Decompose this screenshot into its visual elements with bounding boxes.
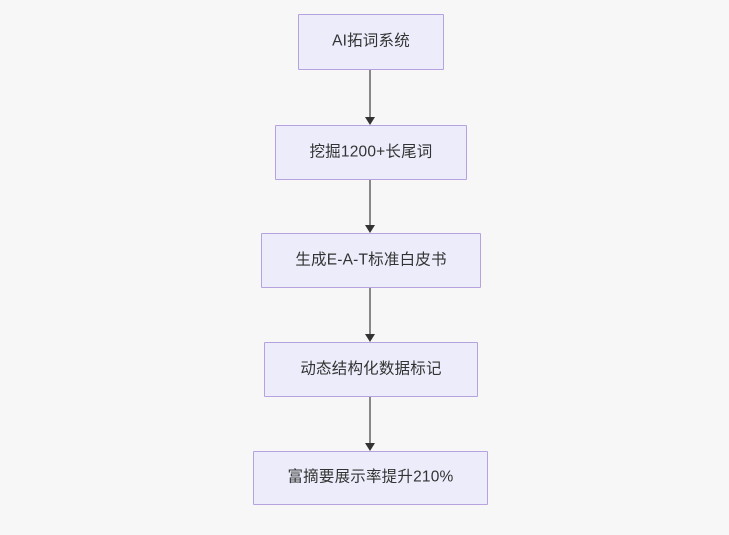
arrowhead-icon bbox=[365, 443, 375, 451]
flowchart-edge-3 bbox=[365, 288, 375, 342]
arrowhead-icon bbox=[365, 334, 375, 342]
flowchart-node-ai-keyword-system[interactable]: AI拓词系统 bbox=[298, 14, 444, 70]
flowchart-node-label: 生成E-A-T标准白皮书 bbox=[295, 251, 447, 269]
edge-line bbox=[369, 288, 371, 335]
edge-line bbox=[369, 180, 371, 226]
flowchart-node-label: 挖掘1200+长尾词 bbox=[309, 143, 433, 161]
edge-line bbox=[369, 70, 371, 118]
arrowhead-icon bbox=[365, 225, 375, 233]
flowchart-node-label: 富摘要展示率提升210% bbox=[287, 468, 454, 486]
flowchart-edge-2 bbox=[365, 180, 375, 233]
flowchart-node-generate-eat-whitepaper[interactable]: 生成E-A-T标准白皮书 bbox=[261, 233, 481, 288]
flowchart-node-label: 动态结构化数据标记 bbox=[300, 360, 442, 378]
flowchart-edge-4 bbox=[365, 397, 375, 451]
arrowhead-icon bbox=[365, 117, 375, 125]
flowchart-node-mine-longtail-keywords[interactable]: 挖掘1200+长尾词 bbox=[275, 125, 467, 180]
flowchart-edge-1 bbox=[365, 70, 375, 125]
flowchart-node-dynamic-structured-data[interactable]: 动态结构化数据标记 bbox=[264, 342, 478, 397]
flowchart-node-rich-snippet-result[interactable]: 富摘要展示率提升210% bbox=[253, 451, 488, 505]
edge-line bbox=[369, 397, 371, 444]
flowchart-node-label: AI拓词系统 bbox=[332, 32, 410, 50]
